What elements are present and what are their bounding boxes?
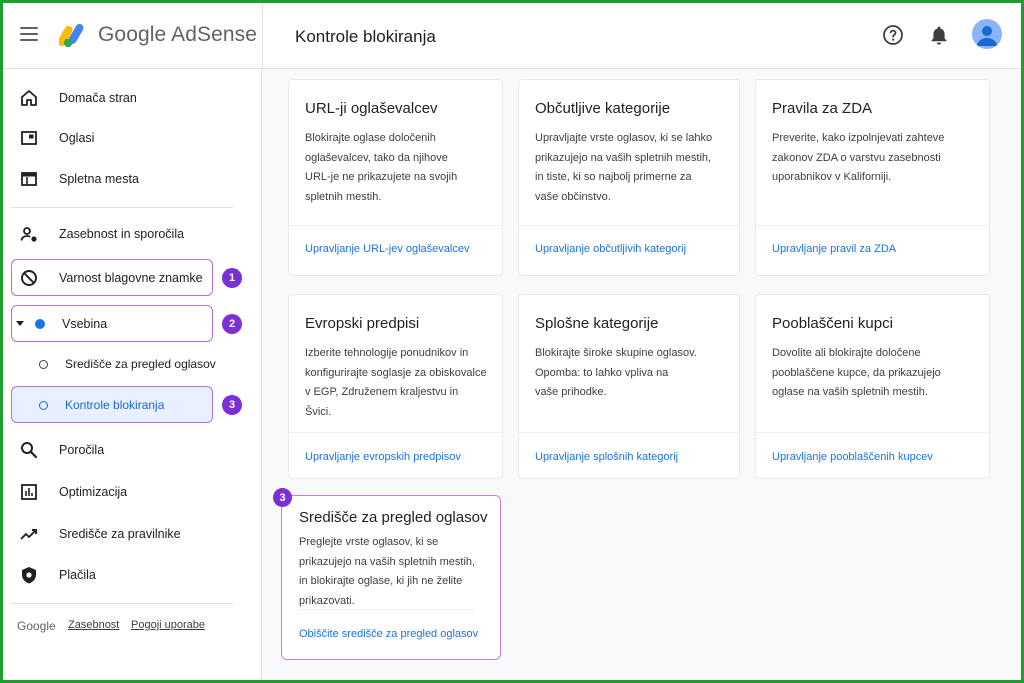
- highlight-box-brand-safety: [11, 259, 213, 296]
- card-european-regulations: Evropski predpisi Izberite tehnologije p…: [288, 294, 503, 479]
- sidebar-item-label: Domača stran: [59, 91, 137, 105]
- sidebar-item-privacy[interactable]: Zasebnost in sporočila: [3, 216, 243, 252]
- footer-terms-link[interactable]: Pogoji uporabe: [131, 619, 206, 631]
- card-divider: [299, 609, 475, 610]
- sidebar-item-label: Središče za pregled oglasov: [65, 357, 216, 371]
- manage-general-categories-link[interactable]: Upravljanje splošnih kategorij: [535, 451, 679, 463]
- sidebar-item-label: Zasebnost in sporočila: [59, 227, 185, 241]
- person-message-icon: [20, 227, 37, 242]
- card-title: URL-ji oglaševalcev: [305, 100, 438, 117]
- top-bar: Google AdSense Kontrole blokiranja: [3, 3, 1021, 69]
- trending-up-icon: [20, 529, 37, 540]
- card-divider: [289, 225, 502, 226]
- caret-down-icon[interactable]: [16, 321, 24, 327]
- avatar-icon[interactable]: [972, 19, 1002, 49]
- footer-privacy-link[interactable]: Zasebnost: [68, 619, 120, 631]
- card-title: Splošne kategorije: [535, 315, 659, 332]
- sidebar-item-brand-safety[interactable]: Varnost blagovne znamke: [3, 260, 243, 296]
- card-authorized-buyers: Pooblaščeni kupci Dovolite ali blokirajt…: [755, 294, 990, 479]
- visit-ad-review-center-link[interactable]: Obiščite središče za pregled oglasov: [299, 628, 479, 640]
- sidebar-item-optimization[interactable]: Optimizacija: [3, 474, 243, 510]
- manage-advertiser-urls-link[interactable]: Upravljanje URL-jev oglaševalcev: [305, 243, 470, 255]
- manage-european-regulations-link[interactable]: Upravljanje evropskih predpisov: [305, 451, 461, 463]
- sidebar-divider: [11, 207, 233, 208]
- sidebar-item-label: Oglasi: [59, 131, 95, 145]
- sidebar-item-label: Središče za pravilnike: [59, 527, 181, 541]
- header-divider: [262, 3, 263, 69]
- circle-outline-icon: [39, 360, 48, 369]
- home-icon: [21, 90, 37, 106]
- sidebar-item-home[interactable]: Domača stran: [3, 80, 243, 116]
- step-badge-2: 2: [222, 314, 242, 334]
- sidebar-subitem-ad-review[interactable]: Središče za pregled oglasov: [3, 346, 243, 382]
- card-advertiser-urls: URL-ji oglaševalcev Blokirajte oglase do…: [288, 79, 503, 276]
- block-icon: [21, 270, 37, 286]
- card-title: Pooblaščeni kupci: [772, 315, 893, 332]
- step-badge-1: 1: [222, 268, 242, 288]
- manage-authorized-buyers-link[interactable]: Upravljanje pooblaščenih kupcev: [772, 451, 933, 463]
- sidebar-item-label: Optimizacija: [59, 485, 128, 499]
- card-us-regulations: Pravila za ZDA Preverite, kako izpolnjev…: [755, 79, 990, 276]
- sidebar-item-ads[interactable]: Oglasi: [3, 120, 243, 156]
- card-general-categories: Splošne kategorije Blokirajte široke sku…: [518, 294, 740, 479]
- card-divider: [519, 432, 739, 433]
- main-content: URL-ji oglaševalcev Blokirajte oglase do…: [263, 69, 1021, 680]
- step-badge-3: 3: [222, 395, 242, 415]
- sidebar-item-label: Kontrole blokiranja: [65, 398, 165, 412]
- bell-icon[interactable]: [927, 23, 951, 47]
- card-divider: [756, 432, 989, 433]
- circle-outline-icon: [39, 401, 48, 410]
- footer-google-logo: Google: [17, 619, 56, 633]
- sidebar-item-label: Poročila: [59, 443, 105, 457]
- ads-icon: [21, 131, 37, 145]
- manage-us-regulations-link[interactable]: Upravljanje pravil za ZDA: [772, 243, 897, 255]
- card-ad-review-center: Središče za pregled oglasov Preglejte vr…: [281, 495, 501, 660]
- card-divider: [756, 225, 989, 226]
- search-icon: [21, 442, 38, 459]
- sidebar-divider: [11, 603, 233, 604]
- card-title: Središče za pregled oglasov: [299, 509, 488, 526]
- card-description: Blokirajte široke skupine oglasov.Opomba…: [535, 347, 697, 398]
- bar-chart-icon: [21, 484, 37, 500]
- sidebar-subitem-blocking-controls[interactable]: Kontrole blokiranja: [3, 387, 243, 423]
- card-title: Evropski predpisi: [305, 315, 420, 332]
- adsense-logo-icon: [59, 23, 84, 48]
- shield-icon: [22, 567, 36, 584]
- card-title: Občutljive kategorije: [535, 100, 671, 117]
- sidebar: Domača stran Oglasi Spletna mesta: [3, 69, 262, 680]
- page-title: Kontrole blokiranja: [295, 27, 436, 46]
- card-divider: [519, 225, 739, 226]
- web-page-icon: [21, 172, 37, 186]
- sidebar-item-label: Vsebina: [62, 317, 108, 331]
- card-title: Pravila za ZDA: [772, 100, 873, 117]
- step-badge-3-card: 3: [273, 488, 292, 507]
- active-dot-icon: [35, 319, 45, 329]
- help-circle-icon[interactable]: [881, 23, 905, 47]
- card-divider: [289, 432, 502, 433]
- app-logo-text: Google AdSense: [98, 23, 258, 46]
- hamburger-menu-icon[interactable]: [20, 27, 38, 41]
- highlight-box-content: [11, 305, 213, 342]
- manage-sensitive-categories-link[interactable]: Upravljanje občutljivih kategorij: [535, 243, 687, 255]
- sidebar-item-sites[interactable]: Spletna mesta: [3, 161, 243, 197]
- sidebar-item-label: Varnost blagovne znamke: [59, 271, 203, 285]
- sidebar-item-reports[interactable]: Poročila: [3, 432, 243, 468]
- sidebar-item-payments[interactable]: Plačila: [3, 557, 243, 593]
- sidebar-item-label: Plačila: [59, 568, 96, 582]
- sidebar-item-policy-center[interactable]: Središče za pravilnike: [3, 516, 243, 552]
- sidebar-item-label: Spletna mesta: [59, 172, 139, 186]
- sidebar-item-content[interactable]: Vsebina: [3, 306, 243, 342]
- card-sensitive-categories: Občutljive kategorije Upravljajte vrste …: [518, 79, 740, 276]
